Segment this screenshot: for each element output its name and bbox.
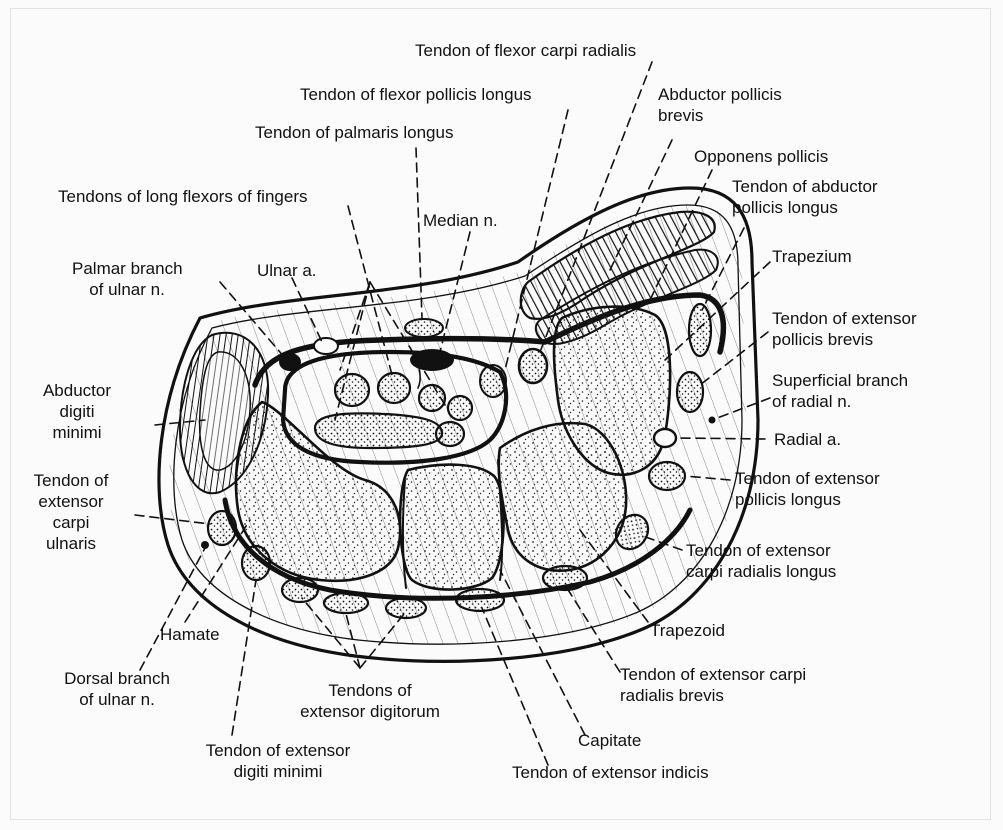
label-capitate: Capitate xyxy=(578,730,641,751)
label-extensor-indicis: Tendon of extensor indicis xyxy=(512,762,709,783)
label-long-flexors: Tendons of long flexors of fingers xyxy=(58,186,307,207)
extensor-pollicis-longus-tendon xyxy=(649,462,685,490)
abductor-pollicis-longus-tendon xyxy=(689,304,711,356)
label-trapezium: Trapezium xyxy=(772,246,852,267)
ulnar-artery xyxy=(314,338,338,354)
label-palmaris-longus: Tendon of palmaris longus xyxy=(255,122,453,143)
extensor-digiti-minimi-tendon xyxy=(242,546,270,580)
label-trapezoid: Trapezoid xyxy=(650,620,725,641)
label-hamate: Hamate xyxy=(160,624,220,645)
label-flexor-carpi-radialis: Tendon of flexor carpi radialis xyxy=(415,40,636,61)
label-radial-artery: Radial a. xyxy=(774,429,841,450)
extensor-carpi-ulnaris-tendon xyxy=(208,511,236,545)
palmaris-longus-tendon xyxy=(405,319,443,337)
flexor-pollicis-longus-tendon xyxy=(480,365,506,397)
label-median-nerve: Median n. xyxy=(423,210,498,231)
flexor-carpi-radialis-tendon xyxy=(519,349,547,383)
label-ulnar-artery: Ulnar a. xyxy=(257,260,317,281)
extensor-indicis-tendon xyxy=(456,589,504,611)
label-opponens-pollicis: Opponens pollicis xyxy=(694,146,828,167)
capitate-bone xyxy=(400,465,503,590)
extensor-carpi-radialis-brevis-tendon xyxy=(543,566,587,590)
radial-artery xyxy=(654,429,676,447)
extensor-pollicis-brevis-tendon xyxy=(677,372,703,412)
label-flexor-pollicis-longus: Tendon of flexor pollicis longus xyxy=(300,84,532,105)
median-nerve xyxy=(410,349,454,371)
